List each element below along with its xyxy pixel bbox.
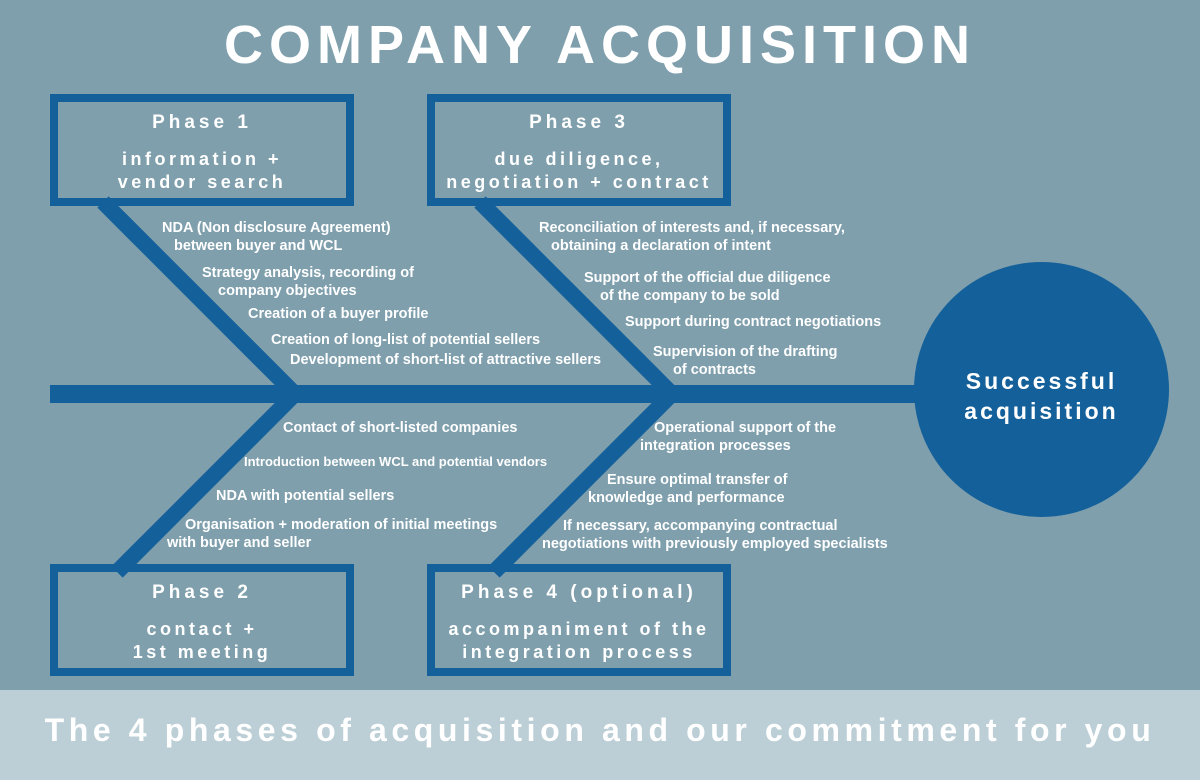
phase-1-title: Phase 1 <box>152 112 252 133</box>
phase-1-desc-line1: information + <box>121 149 282 169</box>
outcome-line1: Successful <box>965 368 1118 394</box>
phase-2-item: Organisation + moderation of initial mee… <box>167 517 498 551</box>
phase-4-item: If necessary, accompanying contractual n… <box>542 518 888 552</box>
bone-phase1 <box>97 196 301 400</box>
phase-3-item: Reconciliation of interests and, if nece… <box>539 220 845 254</box>
phase-1-item: Development of short-list of attractive … <box>290 352 602 368</box>
phase-4-desc-line2: integration process <box>462 642 696 662</box>
phase-4-item: Ensure optimal transfer of knowledge and… <box>588 472 788 506</box>
phase-3-item: Supervision of the drafting of contracts <box>653 344 838 378</box>
phase-2-item: NDA with potential sellers <box>216 488 395 504</box>
phase-1-box: Phase 1 information + vendor search <box>50 94 354 206</box>
phase-1-desc-line2: vendor search <box>117 172 287 192</box>
phase-1-item: Creation of long-list of potential selle… <box>271 332 541 348</box>
phase-2-desc-line2: 1st meeting <box>132 642 272 662</box>
phase-3-title: Phase 3 <box>529 112 629 133</box>
footer-banner: The 4 phases of acquisition and our comm… <box>0 690 1200 780</box>
outcome-circle: Successful acquisition <box>914 262 1169 517</box>
phase-1-item: NDA (Non disclosure Agreement) between b… <box>162 220 391 254</box>
phase-4-desc-line1: accompaniment of the <box>448 619 710 639</box>
bone-phase3 <box>474 196 678 400</box>
page-title: COMPANY ACQUISITION <box>223 15 977 75</box>
phase-3-item: Support of the official due diligence of… <box>584 270 831 304</box>
phase-4-item: Operational support of the integration p… <box>640 420 837 454</box>
outcome-text: Successful acquisition <box>914 366 1169 426</box>
bone-phase4 <box>488 388 678 578</box>
phase-4-title: Phase 4 (optional) <box>461 582 697 603</box>
phase-3-desc-line2: negotiation + contract <box>446 172 712 192</box>
footer-text: The 4 phases of acquisition and our comm… <box>44 712 1156 748</box>
phase-4-box: Phase 4 (optional) accompaniment of the … <box>427 564 731 676</box>
phase-2-item: Contact of short-listed companies <box>283 420 518 436</box>
phase-3-box: Phase 3 due diligence, negotiation + con… <box>427 94 731 206</box>
phase-3-desc-line1: due diligence, <box>494 149 664 169</box>
phase-2-title: Phase 2 <box>152 582 252 603</box>
outcome-line2: acquisition <box>964 398 1119 424</box>
phase-3-item: Support during contract negotiations <box>625 314 882 330</box>
phase-1-item: Strategy analysis, recording of company … <box>202 265 414 299</box>
bone-phase2 <box>111 388 301 578</box>
phase-2-item: Introduction between WCL and potential v… <box>244 454 548 469</box>
phase-2-desc-line1: contact + <box>146 619 258 639</box>
phase-2-box: Phase 2 contact + 1st meeting <box>50 564 354 676</box>
phase-1-item: Creation of a buyer profile <box>248 306 429 322</box>
